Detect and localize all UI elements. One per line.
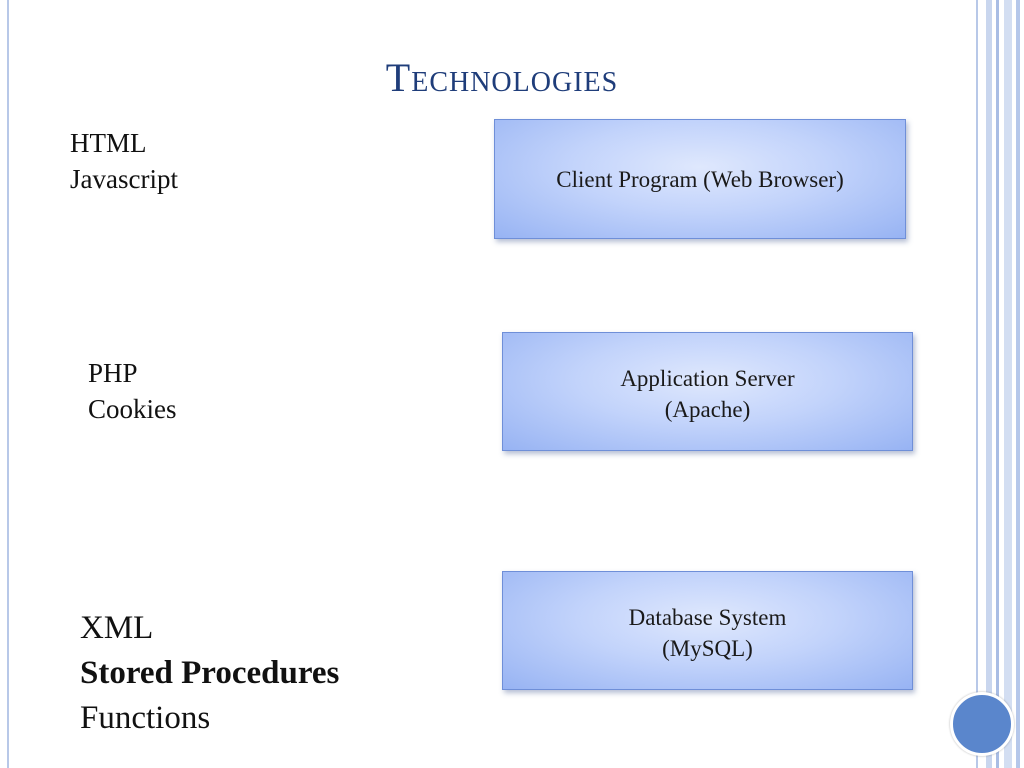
server-technologies-list: PHP Cookies [88, 360, 177, 432]
client-program-box: Client Program (Web Browser) [494, 119, 906, 239]
tech-label-xml: XML [80, 610, 154, 646]
tech-label-php: PHP [88, 358, 138, 388]
decorative-circle [950, 692, 1014, 756]
client-technologies-list: HTML Javascript [70, 130, 178, 202]
tech-label-cookies: Cookies [88, 394, 177, 424]
application-server-label: Application Server [620, 366, 795, 391]
application-server-box: Application Server (Apache) [502, 332, 913, 451]
database-system-sublabel: (MySQL) [662, 636, 753, 661]
tech-label-functions: Functions [80, 700, 211, 736]
tech-label-html: HTML [70, 128, 147, 158]
slide-title: Technologies [385, 55, 619, 100]
database-system-box: Database System (MySQL) [502, 571, 913, 690]
left-border-line [7, 0, 9, 768]
client-program-label: Client Program (Web Browser) [556, 166, 844, 192]
right-decorative-stripes [976, 0, 1024, 768]
application-server-sublabel: (Apache) [664, 397, 751, 422]
tech-label-stored-procedures: Stored Procedures [80, 655, 340, 691]
database-technologies-list: XML Stored Procedures Functions [80, 612, 339, 747]
tech-label-javascript: Javascript [70, 164, 178, 194]
database-system-label: Database System [628, 605, 787, 630]
